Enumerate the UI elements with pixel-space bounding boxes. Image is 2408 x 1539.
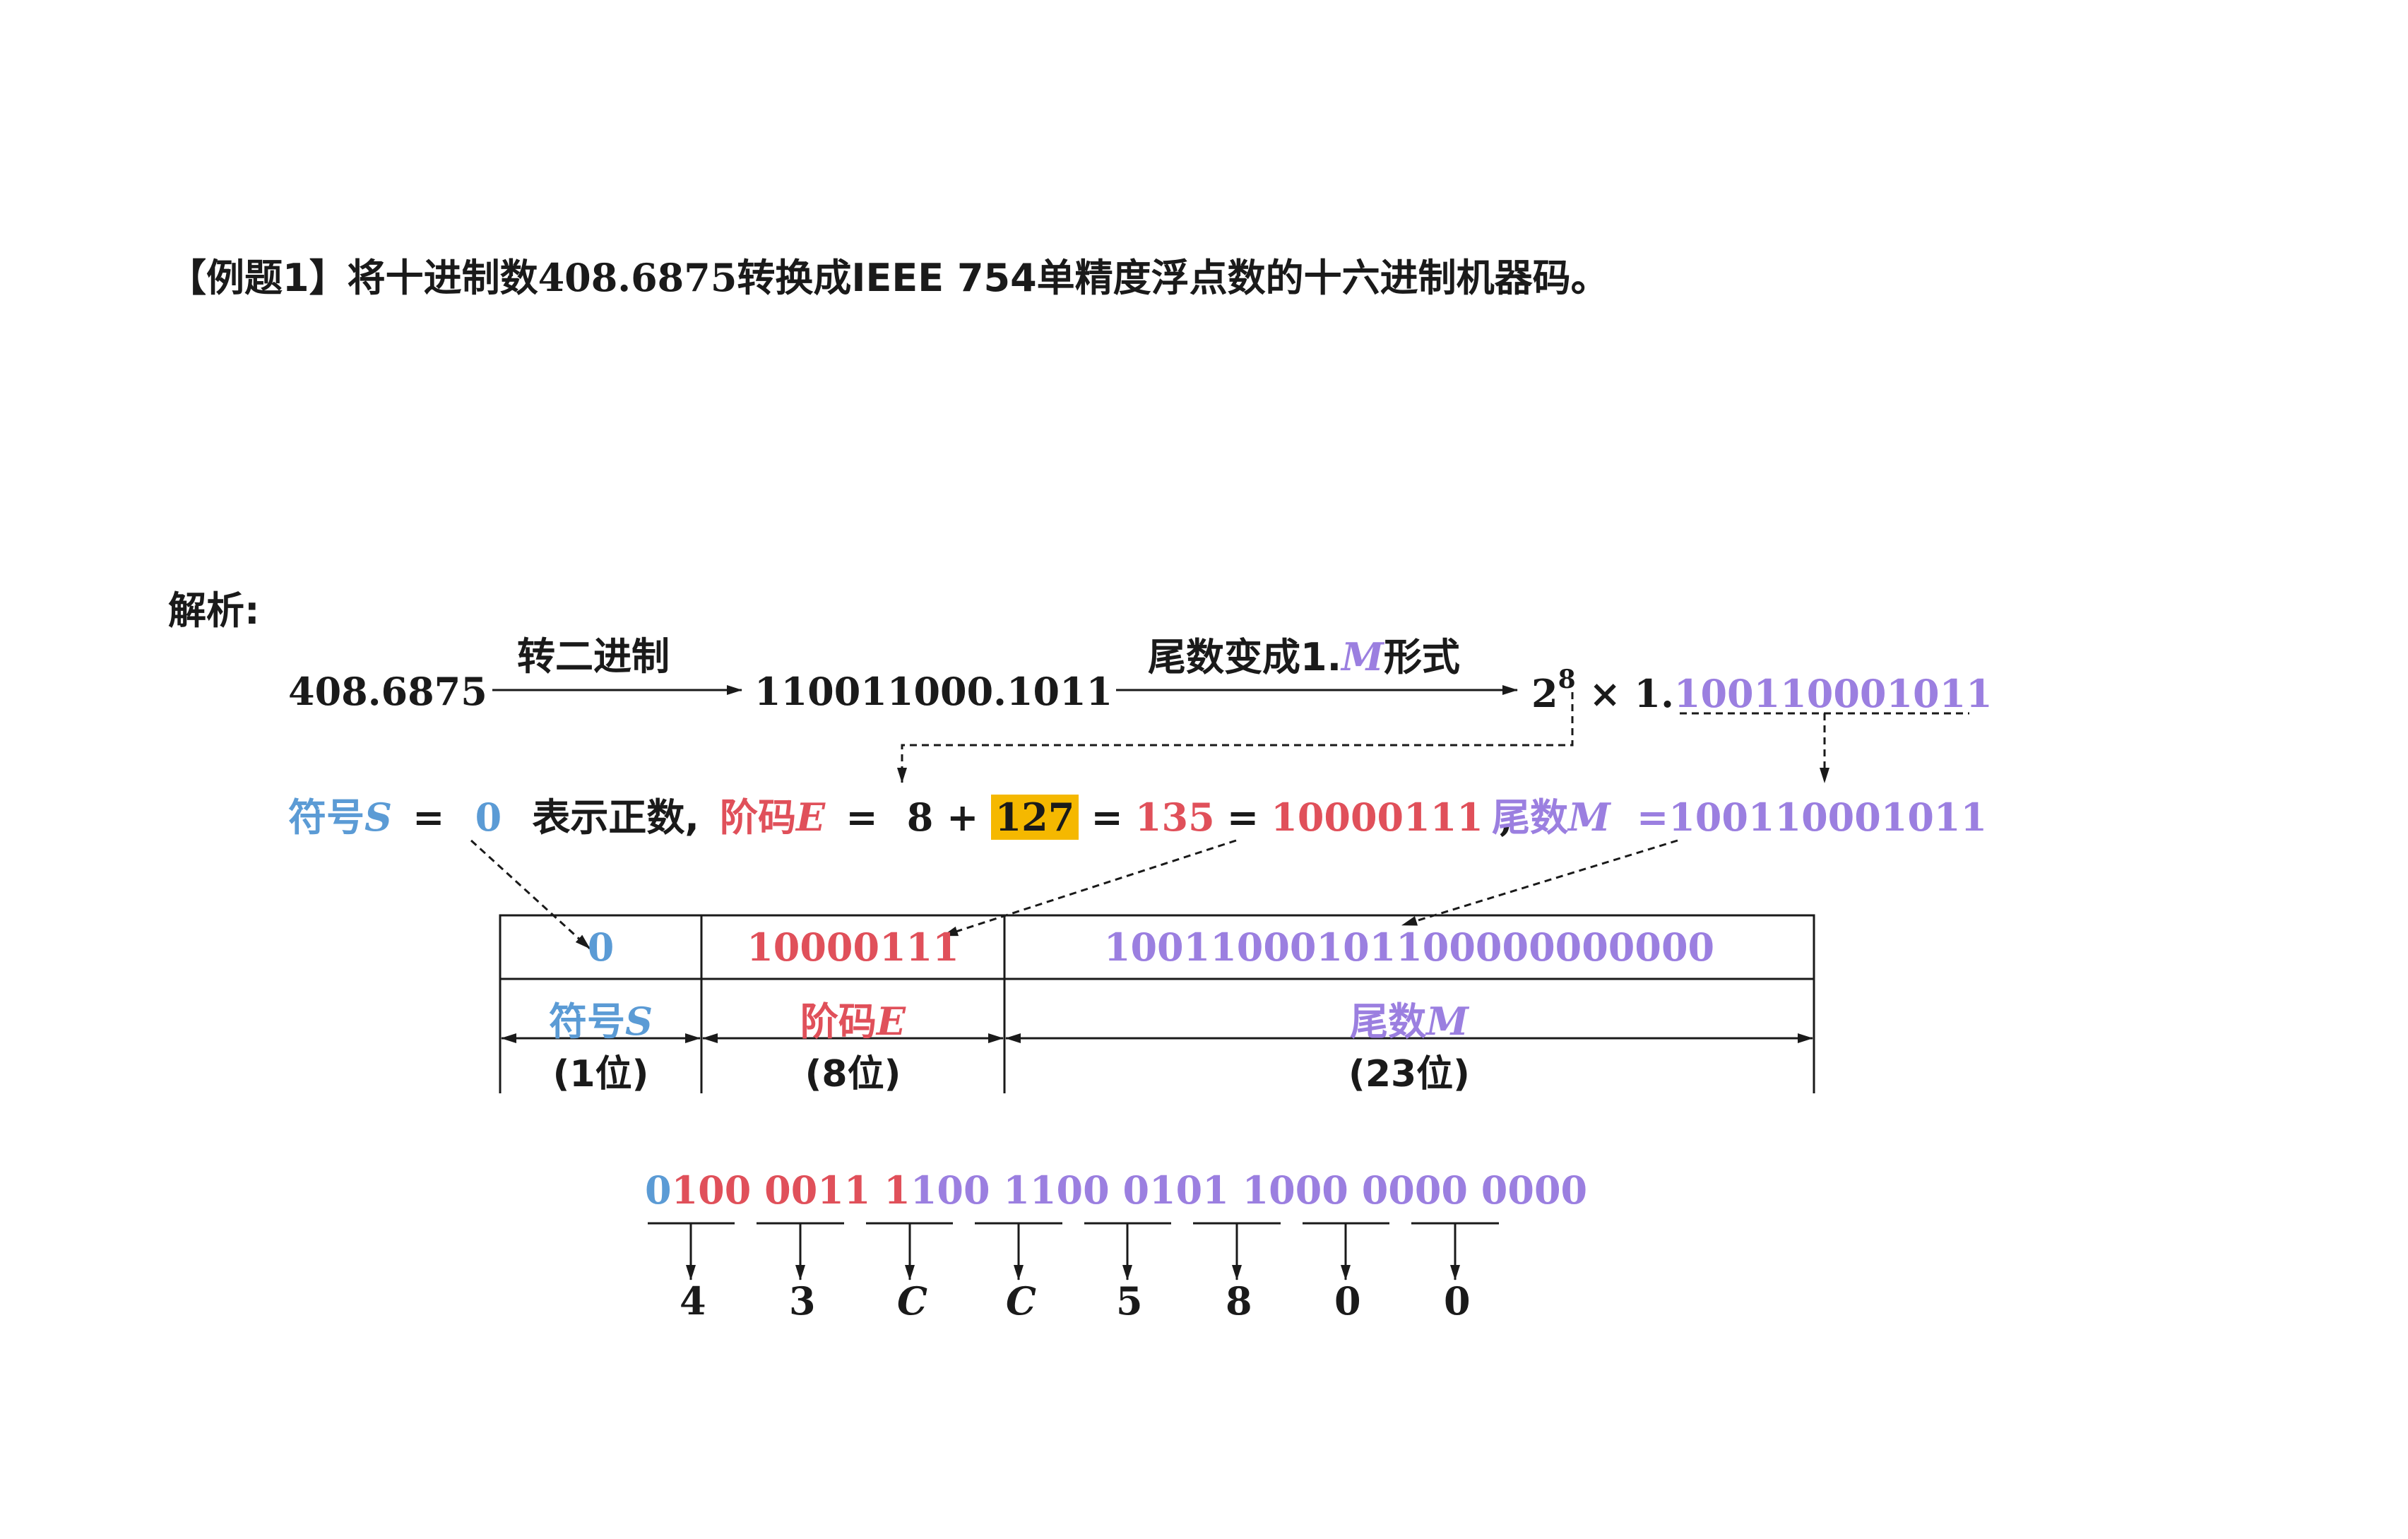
step2-label-m: M <box>1341 634 1384 679</box>
table-man-name-text: 尾数 <box>1350 999 1427 1044</box>
hex-digit-6: 8 <box>1226 1278 1252 1324</box>
table-sign-name-text: 符号 <box>549 999 625 1044</box>
hex-digit-2: 3 <box>789 1278 816 1324</box>
table-top-row <box>499 914 1815 980</box>
man-value: 100110001011 <box>1668 795 1988 840</box>
hex-group-8: 0000 <box>1481 1167 1588 1213</box>
table-sign-width: (1位) <box>552 1053 649 1095</box>
sign-eq: = <box>413 795 445 840</box>
hex-group-6: 1000 <box>1242 1167 1348 1213</box>
step1-label: 转二进制 <box>517 634 670 679</box>
hex-digit-7: 0 <box>1334 1278 1361 1324</box>
table-man-width: (23位) <box>1348 1053 1470 1095</box>
sign-label: 符号 <box>288 795 364 840</box>
binary-value: 110011000.1011 <box>754 669 1113 714</box>
analysis-label: 解析: <box>168 588 260 633</box>
hex-digit-5: 5 <box>1116 1278 1143 1324</box>
hex-group-1: 0100 <box>645 1167 751 1213</box>
exp-dec: 135 <box>1134 795 1215 840</box>
sci-times: × 1. <box>1589 671 1674 716</box>
step2-label-a: 尾数变成1. <box>1148 635 1342 679</box>
sign-to-table-arrow <box>470 839 591 950</box>
hex-group-arrows <box>648 1222 1499 1280</box>
sign-value: 0 <box>475 795 502 840</box>
exp-label: 阶码 <box>720 795 797 840</box>
hex-group-5: 0101 <box>1122 1167 1229 1213</box>
exp-bin: 10000111 <box>1271 795 1483 840</box>
man-label: 尾数 <box>1492 795 1568 840</box>
exp-dashed-connector <box>897 692 1574 783</box>
sign-text: 表示正数, <box>532 795 699 840</box>
scientific-form: 28 × 1.100110001011 <box>1531 667 1993 716</box>
step2-label: 尾数变成1.M形式 <box>1148 638 1460 677</box>
sci-exponent: 8 <box>1558 665 1576 694</box>
exp-eq: = <box>846 795 878 840</box>
table-man-bits: 10011000101100000000000 <box>1103 925 1715 970</box>
fields-row: 符号S = 0 表示正数, 阶码E = 8 + 127 = 135 = 1000… <box>288 795 1513 840</box>
question-number: 408.6875 <box>538 255 737 300</box>
question-text-a: 将十进制数 <box>347 256 538 300</box>
mantissa-field: 尾数M =100110001011 <box>1492 798 1987 837</box>
hex-digit-4: C <box>1006 1278 1036 1324</box>
table-exp-bits: 10000111 <box>747 925 959 970</box>
exp-formula-a: 8 + <box>906 795 979 840</box>
hex-digit-1: 4 <box>680 1278 706 1324</box>
question-text-b: 转换成IEEE 754单精度浮点数的十六进制机器码。 <box>737 256 1609 300</box>
man-var: M <box>1568 795 1611 840</box>
exp-formula-b: = <box>1091 795 1123 840</box>
table-exp-name: 阶码E <box>701 990 1004 1046</box>
exp-bias: 127 <box>990 795 1079 840</box>
exp-comma: , <box>1500 795 1513 840</box>
hex-digit-3: C <box>897 1278 927 1324</box>
sci-mantissa: 100110001011 <box>1673 671 1993 716</box>
hex-digit-8: 0 <box>1444 1278 1471 1324</box>
hex-group-3-man: 100 <box>910 1167 990 1213</box>
hex-binary-row: 0100 0011 1100 1100 0101 1000 0000 0000 <box>645 1171 1587 1209</box>
sign-var: S <box>364 795 392 840</box>
table-sign-bits: 0 <box>587 925 615 970</box>
table-sign-name: 符号S <box>500 990 701 1046</box>
hex-group-2: 0011 <box>764 1167 871 1213</box>
hex-group-3-exp: 1 <box>884 1167 911 1213</box>
table-exp-name-text: 阶码 <box>800 999 877 1044</box>
exp-to-table-arrow <box>942 839 1237 937</box>
table-sign-var: S <box>625 999 653 1044</box>
hex-group-7: 0000 <box>1361 1167 1468 1213</box>
hex-group-1-sign: 0 <box>645 1167 672 1213</box>
table-man-var: M <box>1426 999 1469 1044</box>
man-eq: = <box>1636 795 1669 840</box>
table-man-name: 尾数M <box>1004 990 1814 1046</box>
question-title: 【例题1】将十进制数408.6875转换成IEEE 754单精度浮点数的十六进制… <box>168 259 1609 297</box>
exp-formula-c: = <box>1226 795 1259 840</box>
step2-label-b: 形式 <box>1383 635 1460 679</box>
hex-group-1-exp: 100 <box>671 1167 752 1213</box>
exp-var: E <box>796 795 826 840</box>
hex-group-4: 1100 <box>1003 1167 1110 1213</box>
decimal-value: 408.6875 <box>288 669 487 714</box>
table-exp-width: (8位) <box>805 1053 901 1095</box>
question-label: 【例题1】 <box>168 256 348 300</box>
sci-base: 2 <box>1531 671 1558 716</box>
man-to-table-arrow <box>1401 839 1678 927</box>
table-exp-var: E <box>876 999 906 1044</box>
hex-group-3: 1100 <box>884 1167 990 1213</box>
